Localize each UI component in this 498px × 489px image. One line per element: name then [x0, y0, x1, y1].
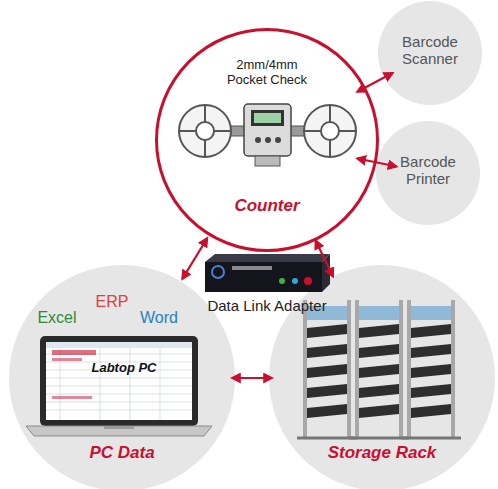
- circle-shape: [9, 265, 235, 489]
- device-label: Data Link Adapter: [167, 297, 367, 314]
- node-label: PC Data: [57, 443, 187, 463]
- node-label: Counter: [197, 196, 337, 216]
- flow-arrow: [232, 377, 272, 379]
- circle-shape: [157, 30, 378, 251]
- node-label: Word: [131, 309, 187, 327]
- node-label: Barcode Scanner: [388, 33, 472, 68]
- node-label: Labtop PC: [79, 361, 169, 376]
- node-label: Storage Rack: [302, 443, 462, 463]
- pc-data-circle: ExcelERPWordLabtop PC PC Data: [9, 265, 235, 489]
- printer-circle: Barcode Printer: [376, 121, 480, 225]
- data-link-adapter-device: [205, 254, 330, 292]
- circle-shape: [378, 1, 482, 105]
- node-label: Excel: [27, 309, 87, 327]
- flow-arrow: [182, 238, 207, 279]
- circle-shape: [376, 121, 480, 225]
- node-label: 2mm/4mm Pocket Check: [217, 58, 317, 88]
- counter-circle: 2mm/4mm Pocket CheckCounter: [155, 28, 379, 252]
- scanner-circle: Barcode Scanner: [378, 1, 482, 105]
- node-label: ERP: [89, 293, 135, 311]
- node-label: Barcode Printer: [386, 153, 470, 188]
- flow-arrow: [316, 241, 333, 277]
